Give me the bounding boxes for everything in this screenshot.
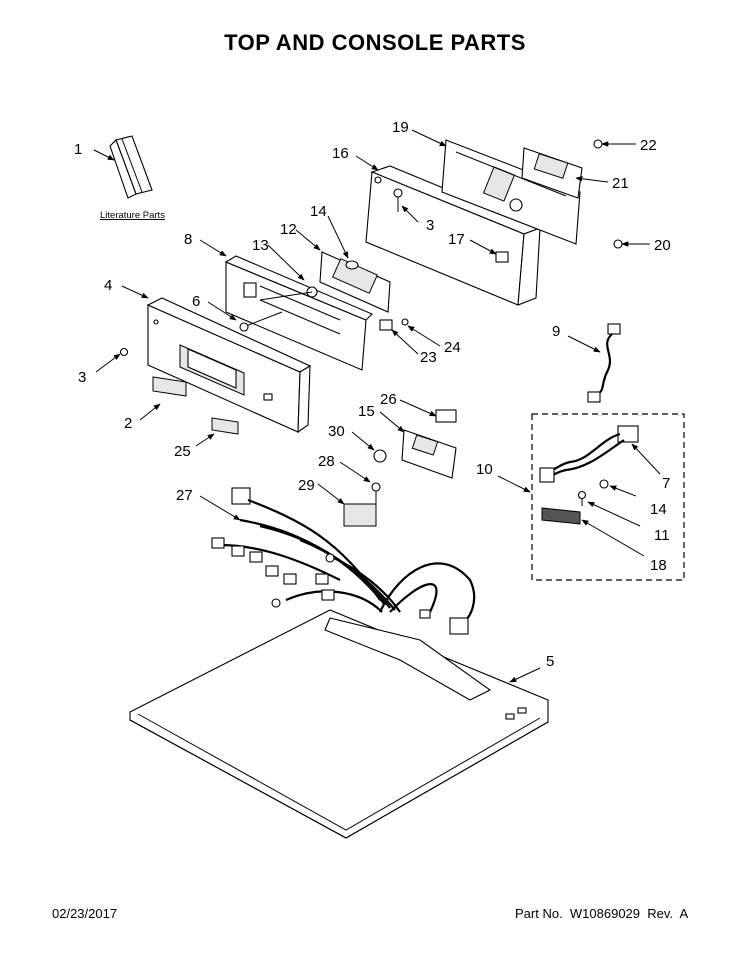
callout-4: 4 [104,277,112,294]
callout-25: 25 [174,443,191,460]
callout-29: 29 [298,477,315,494]
footer-part-number: Part No. W10869029 Rev. A [515,906,689,921]
thermostat-29 [343,503,377,527]
top-panel [129,609,549,839]
callout-9: 9 [552,323,560,340]
screw-3b [393,188,403,212]
callout-21: 21 [612,175,629,192]
footer-date: 02/23/2017 [52,906,118,921]
callout-numbers: 1 2 3 3 4 5 6 7 8 9 10 11 12 13 14 14 15… [74,119,671,670]
callout-20: 20 [654,237,671,254]
overlay-2 [152,376,187,397]
callout-10: 10 [476,461,493,478]
callout-6: 6 [192,293,200,310]
knob-14 [345,260,359,270]
callout-14: 14 [650,501,667,518]
callout-16: 16 [332,145,349,162]
clip-23 [379,319,393,331]
callout-7: 7 [662,475,670,492]
callout-23: 23 [420,349,437,366]
callout-18: 18 [650,557,667,574]
switch-26 [435,409,457,423]
screw-6 [239,311,283,332]
console-front-panel [146,297,312,434]
callout-3: 3 [426,217,434,234]
callout-30: 30 [328,423,345,440]
callout-15: 15 [358,403,375,420]
callout-1: 1 [74,141,82,158]
callout-14: 14 [310,203,327,220]
leader-lines [93,129,661,683]
callout-2: 2 [124,415,132,432]
callout-12: 12 [280,221,297,238]
callout-13: 13 [252,237,269,254]
screw-24 [401,318,409,326]
callout-19: 19 [392,119,409,136]
callout-22: 22 [640,137,657,154]
callout-17: 17 [448,231,465,248]
service-kit-box [531,413,685,581]
callout-8: 8 [184,231,192,248]
callout-24: 24 [444,339,461,356]
screw-20 [613,239,623,249]
overlay-25 [211,417,239,435]
part-30 [373,449,387,463]
callout-28: 28 [318,453,335,470]
main-wire-harness [211,487,476,635]
page-title: TOP AND CONSOLE PARTS [224,30,526,55]
console-bracket [224,255,373,371]
bracket-21 [521,147,583,199]
callout-3: 3 [78,369,86,386]
wire-harness-9 [587,323,621,403]
console-back [365,165,542,306]
literature-parts-label: Literature Parts [100,210,165,221]
module-15 [401,429,457,479]
literature-book [109,135,153,199]
callout-5: 5 [546,653,554,670]
callout-11: 11 [654,527,670,544]
control-board [259,251,391,313]
callout-26: 26 [380,391,397,408]
callout-27: 27 [176,487,193,504]
screw-22 [593,139,603,149]
screw-3a [119,347,129,357]
